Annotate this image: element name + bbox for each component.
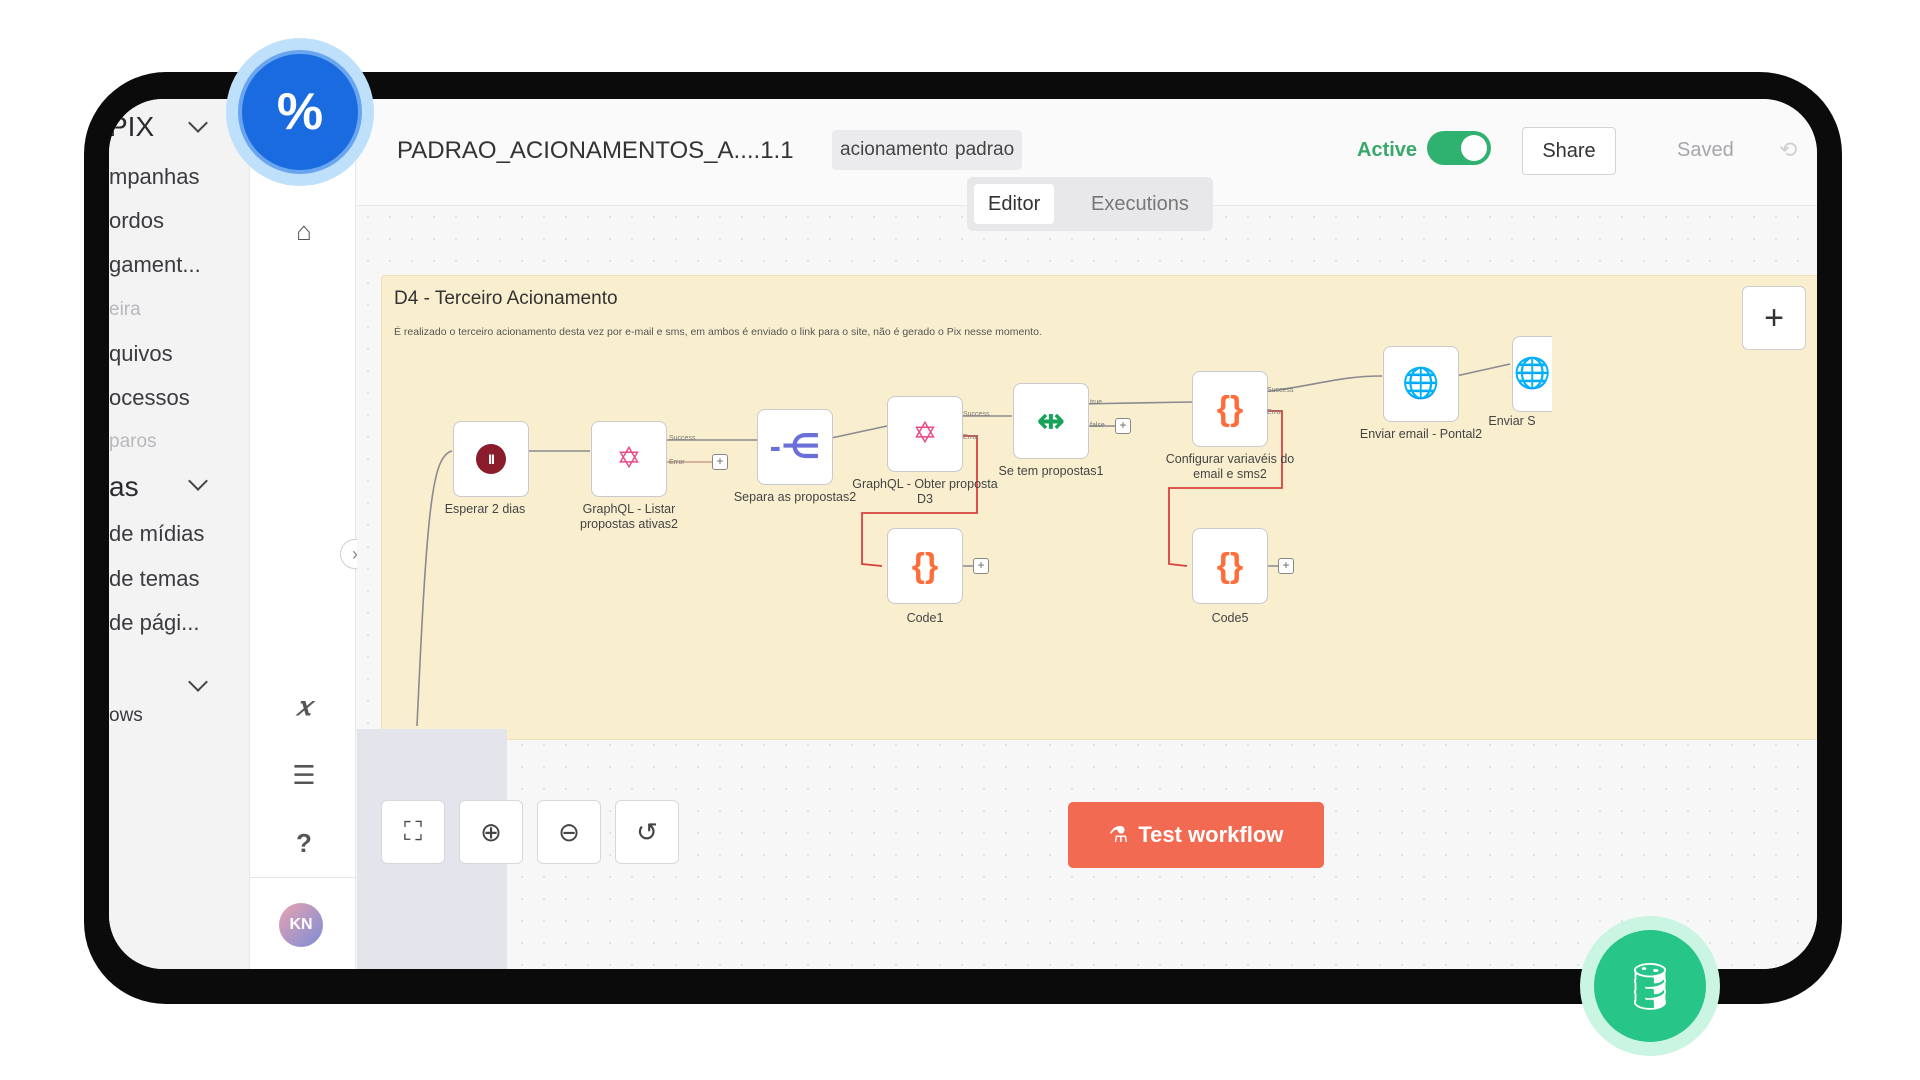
- percent-badge: %: [226, 38, 374, 186]
- nav-item-paginas[interactable]: de pági...: [109, 610, 200, 635]
- node-separa-propostas[interactable]: -⋲: [757, 409, 833, 485]
- add-node-plus[interactable]: +: [973, 558, 989, 574]
- help-icon[interactable]: ?: [296, 827, 312, 858]
- database-icon: 🛢: [1594, 930, 1706, 1042]
- nav-item-midias[interactable]: de mídias: [109, 521, 205, 546]
- node-label: Enviar email - Pontal2: [1359, 427, 1483, 441]
- flask-icon: ⚗: [1108, 822, 1129, 847]
- tag-acionamentos[interactable]: acionamentos: [832, 130, 967, 170]
- node-label: GraphQL - Obter proposta D3: [852, 477, 998, 506]
- list-icon[interactable]: ☰: [292, 759, 316, 790]
- branch-label-true: true: [1090, 399, 1103, 406]
- code-braces-icon: {}: [1216, 390, 1244, 428]
- add-node-button[interactable]: +: [1742, 286, 1806, 350]
- percent-icon: %: [238, 50, 362, 174]
- branch-label-false: false: [1090, 422, 1105, 429]
- branch-label-success: Success: [669, 435, 696, 442]
- globe-icon: 🌐: [1402, 367, 1440, 400]
- home-icon[interactable]: ⌂: [296, 215, 312, 246]
- node-label: Separa as propostas2: [733, 490, 857, 504]
- chevron-down-icon[interactable]: [188, 471, 208, 491]
- variables-icon[interactable]: 𝑥: [296, 692, 312, 722]
- icon-sidebar: ⌂ 𝑥 ☰ ?: [250, 99, 356, 969]
- nav-item-ferramentas[interactable]: as: [109, 471, 139, 502]
- history-icon[interactable]: ⟲: [1779, 137, 1798, 162]
- avatar[interactable]: KN: [279, 903, 323, 947]
- node-label: Code1: [906, 611, 944, 625]
- nav-item-temas[interactable]: de temas: [109, 566, 200, 591]
- nav-item-pagamentos[interactable]: gament...: [109, 252, 201, 277]
- code-braces-icon: {}: [911, 547, 939, 585]
- app-screen: PIX mpanhas ordos gament... eira quivos …: [109, 99, 1817, 969]
- node-enviar-email[interactable]: 🌐: [1383, 346, 1459, 422]
- active-toggle[interactable]: [1427, 131, 1491, 165]
- test-workflow-button[interactable]: ⚗ Test workflow: [1068, 802, 1324, 868]
- test-workflow-label: Test workflow: [1138, 822, 1284, 847]
- add-node-plus[interactable]: +: [712, 454, 728, 470]
- node-graphql-obter[interactable]: ✡: [887, 396, 963, 472]
- tab-editor[interactable]: Editor: [974, 184, 1055, 224]
- globe-icon: 🌐: [1513, 357, 1552, 390]
- branch-label-error: Error: [669, 459, 685, 466]
- divider: [250, 877, 356, 878]
- node-graphql-listar[interactable]: ✡: [591, 421, 667, 497]
- node-code5[interactable]: {}: [1192, 528, 1268, 604]
- sticky-description: É realizado o terceiro acionamento desta…: [394, 326, 1042, 338]
- nav-item-disparos[interactable]: paros: [109, 431, 157, 452]
- graphql-icon: ✡: [912, 417, 938, 450]
- signpost-icon: ⇹: [1036, 402, 1066, 440]
- chevron-down-icon[interactable]: [188, 113, 208, 133]
- branch-label-success: Success: [1267, 387, 1294, 394]
- zoom-out-button[interactable]: ⊖: [537, 800, 601, 864]
- nav-item-workflows[interactable]: ows: [109, 705, 143, 726]
- add-node-plus[interactable]: +: [1278, 558, 1294, 574]
- nav-item-campanhas[interactable]: mpanhas: [109, 164, 200, 189]
- node-esperar-2-dias[interactable]: II: [453, 421, 529, 497]
- branch-label-error: Error: [1267, 409, 1283, 416]
- node-code1[interactable]: {}: [887, 528, 963, 604]
- tag-padrao[interactable]: padrao: [947, 130, 1023, 170]
- code-braces-icon: {}: [1216, 547, 1244, 585]
- branch-label-success: Success: [963, 411, 990, 418]
- graphql-icon: ✡: [616, 442, 642, 475]
- left-navigation: PIX mpanhas ordos gament... eira quivos …: [109, 99, 250, 969]
- fit-view-button[interactable]: ⛶: [381, 800, 445, 864]
- node-label: Se tem propostas1: [998, 464, 1104, 478]
- nav-item-processos[interactable]: ocessos: [109, 385, 190, 410]
- saved-status: Saved: [1677, 139, 1734, 161]
- node-label: GraphQL - Listar propostas ativas2: [580, 502, 678, 531]
- reset-zoom-button[interactable]: ↺: [615, 800, 679, 864]
- workflow-canvas[interactable]: D4 - Terceiro Acionamento É realizado o …: [357, 206, 1817, 969]
- node-configurar-variaveis[interactable]: {}: [1192, 371, 1268, 447]
- node-label: Configurar variavéis do email e sms2: [1165, 452, 1295, 481]
- node-label: Enviar S: [1488, 414, 1536, 428]
- node-se-tem-propostas[interactable]: ⇹: [1013, 383, 1089, 459]
- pause-icon: II: [476, 444, 506, 474]
- share-button[interactable]: Share: [1522, 127, 1616, 175]
- chevron-down-icon[interactable]: [188, 672, 208, 692]
- workflow-title[interactable]: PADRAO_ACIONAMENTOS_A....1.1: [397, 137, 794, 164]
- node-label: Code5: [1211, 611, 1249, 625]
- workflow-header: PADRAO_ACIONAMENTOS_A....1.1 acionamento…: [357, 99, 1817, 231]
- node-enviar-sms[interactable]: 🌐: [1512, 336, 1552, 412]
- add-node-plus[interactable]: +: [1115, 418, 1131, 434]
- database-badge: 🛢: [1580, 916, 1720, 1056]
- nav-item-acordos[interactable]: ordos: [109, 208, 165, 233]
- branch-label-error: Error: [963, 434, 979, 441]
- active-label: Active: [1357, 139, 1418, 161]
- split-out-icon: -⋲: [769, 428, 821, 466]
- node-label: Esperar 2 dias: [444, 502, 526, 516]
- sticky-title: D4 - Terceiro Acionamento: [394, 288, 618, 309]
- tab-executions[interactable]: Executions: [1091, 193, 1189, 215]
- nav-item-arquivos[interactable]: quivos: [109, 341, 173, 366]
- toggle-knob: [1461, 135, 1487, 161]
- sticky-note[interactable]: D4 - Terceiro Acionamento É realizado o …: [381, 275, 1817, 740]
- zoom-in-button[interactable]: ⊕: [459, 800, 523, 864]
- view-tabs: Editor Executions: [967, 177, 1213, 231]
- nav-item-carteira[interactable]: eira: [109, 299, 141, 320]
- nav-item-pix[interactable]: PIX: [109, 111, 155, 142]
